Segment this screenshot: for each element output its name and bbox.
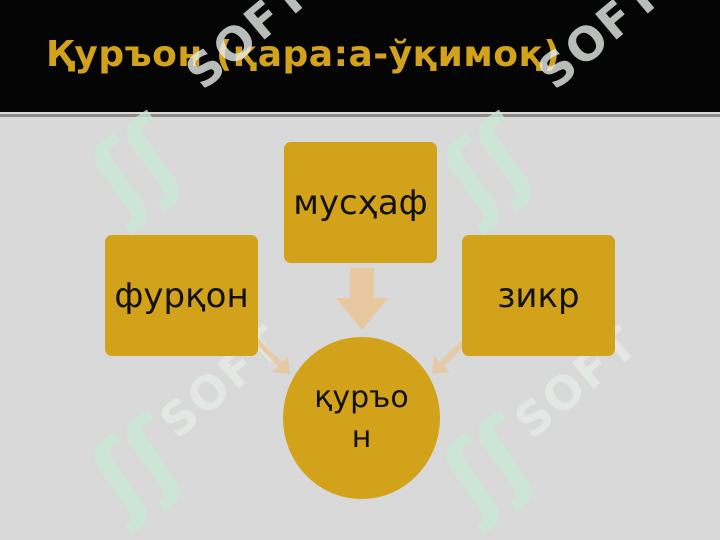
node-mushaf-label: мусҳаф bbox=[293, 182, 428, 223]
arrow-diagonal-right-icon bbox=[252, 336, 290, 374]
node-zikr: зикр bbox=[462, 235, 615, 356]
node-furqon: фурқон bbox=[105, 235, 258, 356]
arrow-down-icon bbox=[336, 268, 388, 330]
node-mushaf: мусҳаф bbox=[284, 142, 437, 263]
node-quron-center: қуръон bbox=[283, 337, 440, 499]
node-quron-label: қуръон bbox=[314, 380, 409, 455]
title-divider bbox=[0, 114, 720, 117]
slide-title: Қуръон (қара:а-ўқимоқ) bbox=[46, 34, 561, 75]
title-bar: Қуръон (қара:а-ўқимоқ) bbox=[0, 0, 720, 112]
node-zikr-label: зикр bbox=[497, 275, 580, 316]
arrow-diagonal-left-icon bbox=[432, 336, 470, 374]
node-furqon-label: фурқон bbox=[114, 275, 249, 316]
